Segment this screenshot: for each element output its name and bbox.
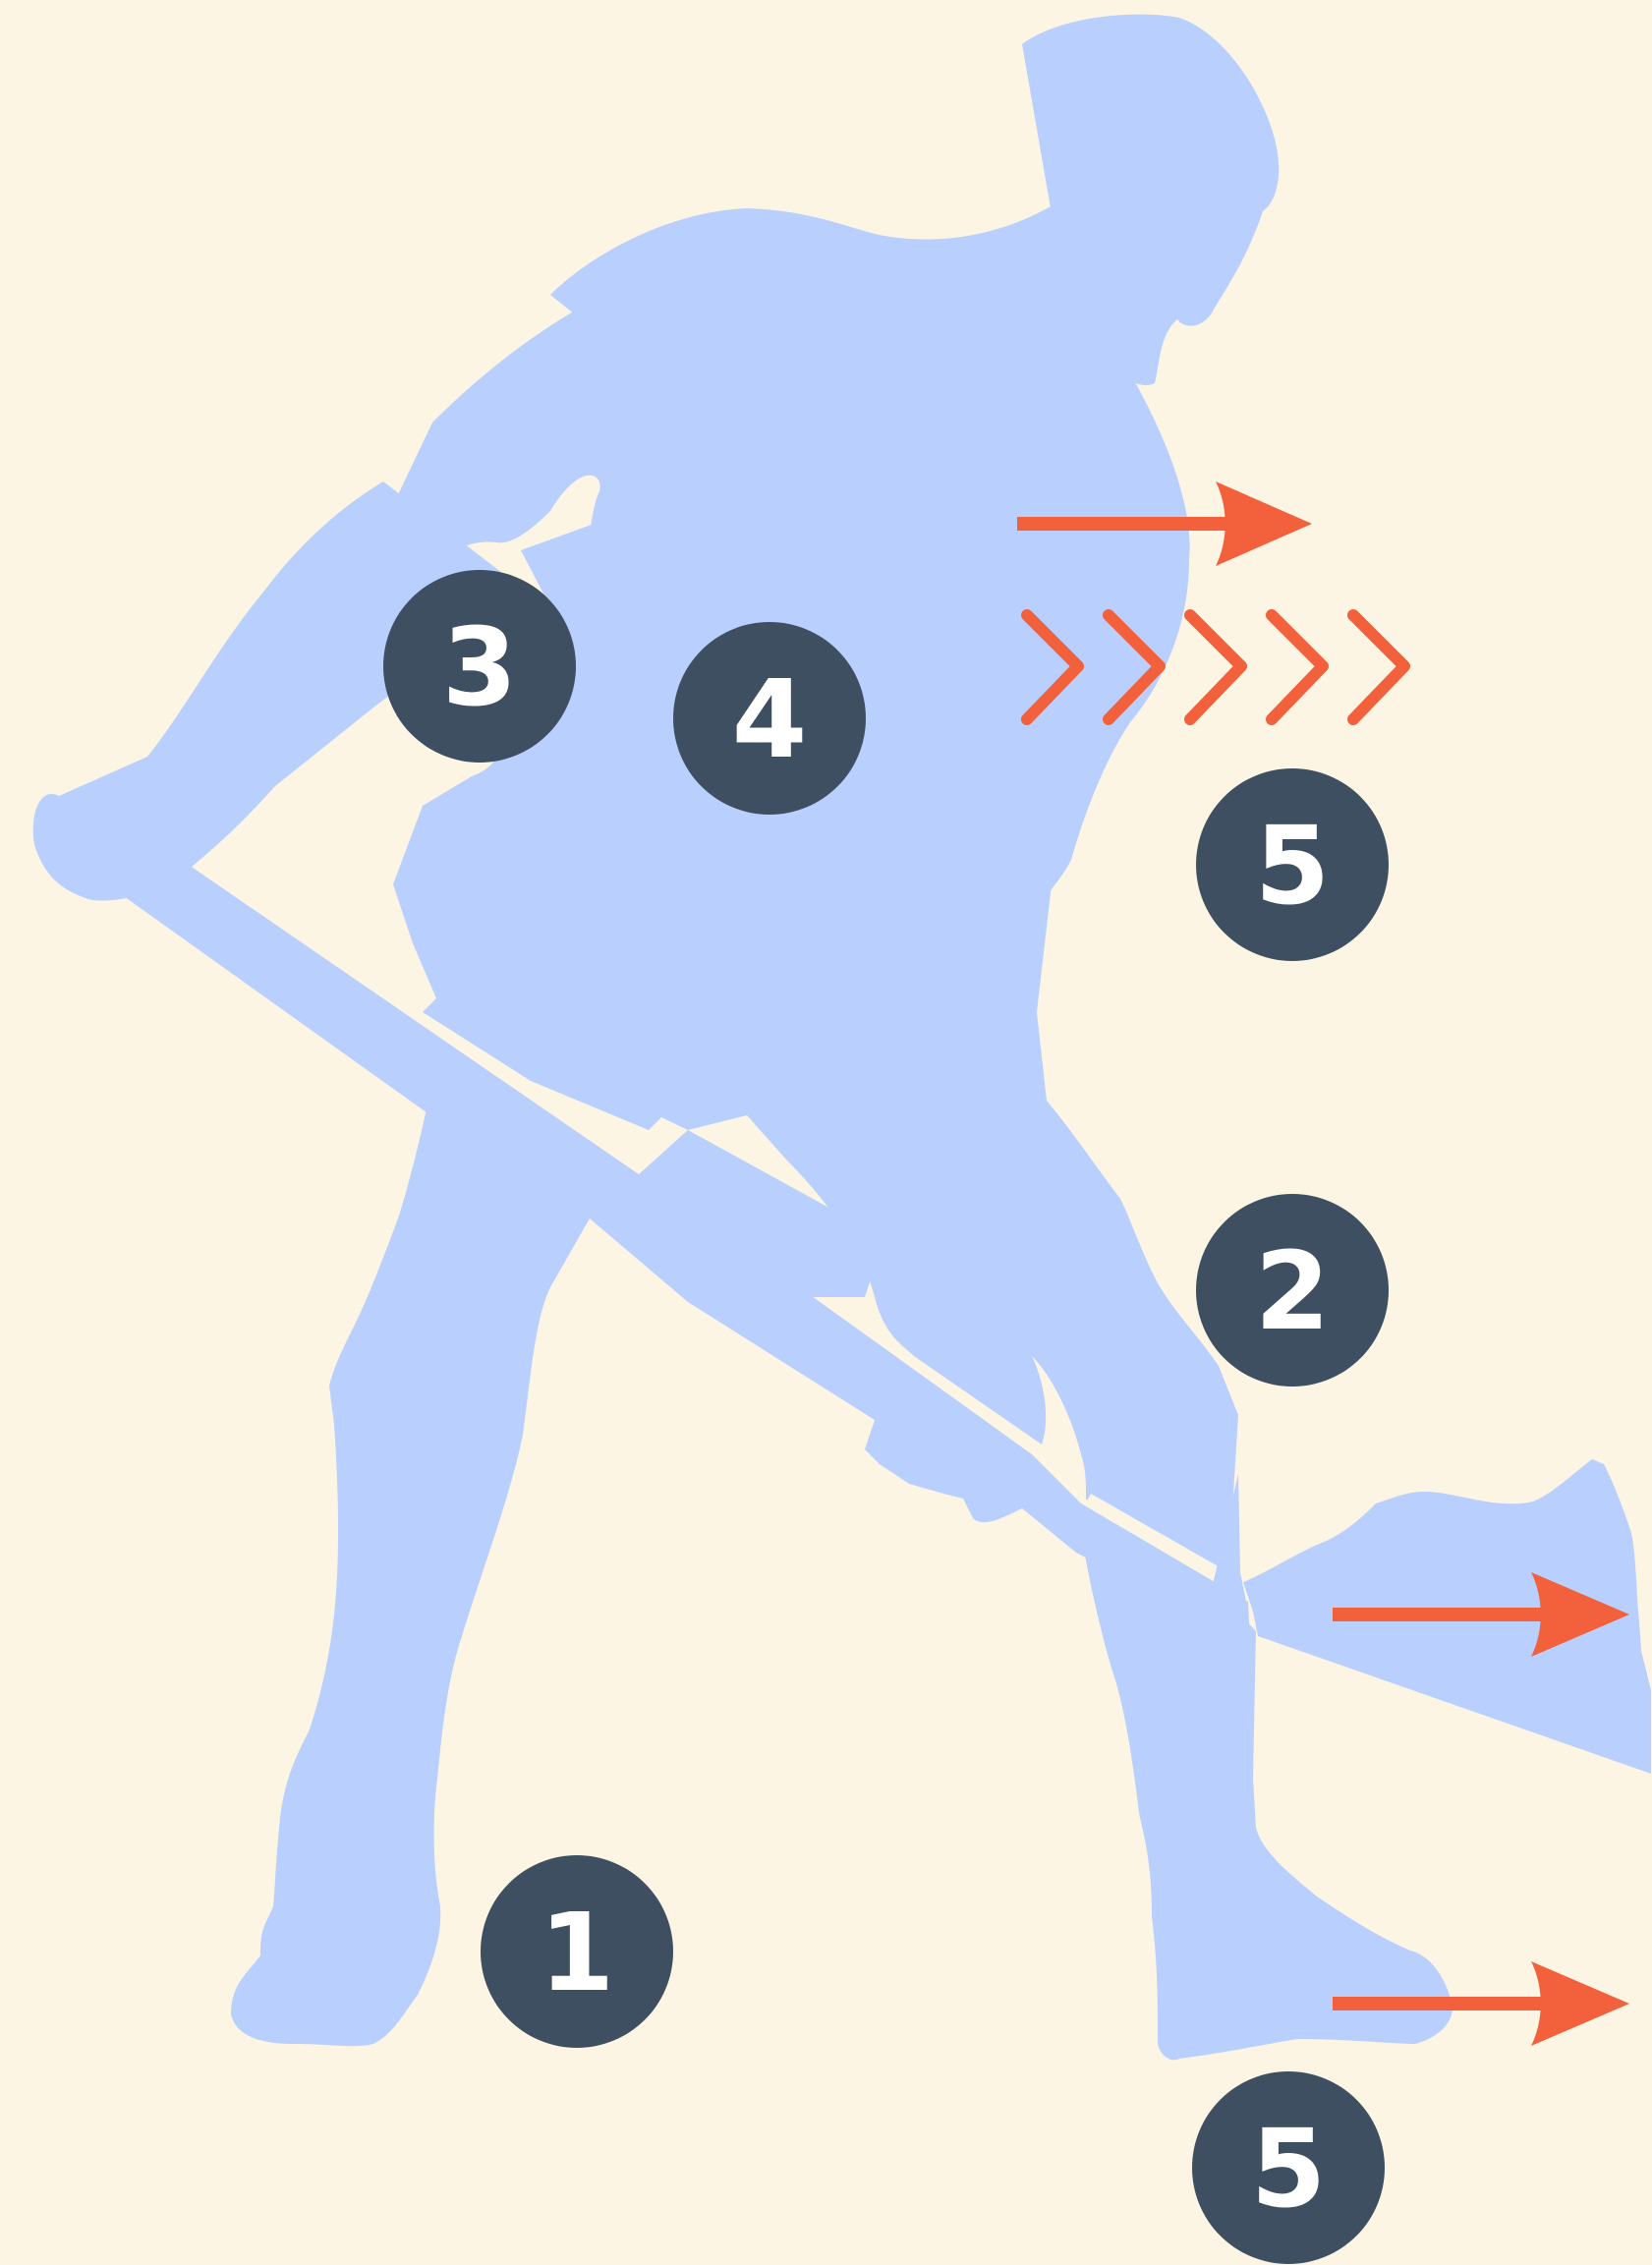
marker-label: 5 [1255, 803, 1331, 929]
chevron-icon [1190, 615, 1241, 719]
person-silhouette [33, 15, 1651, 2061]
chevron-icon [1353, 615, 1404, 719]
chevron-icon [1272, 615, 1323, 719]
marker-label: 4 [732, 656, 808, 782]
marker-label: 2 [1255, 1228, 1331, 1354]
step-marker-4: 4 [673, 622, 866, 815]
step-marker-2: 2 [1196, 1194, 1389, 1387]
step-marker-3: 3 [383, 570, 576, 763]
marker-label: 5 [1251, 2106, 1327, 2232]
step-marker-5-lower: 5 [1192, 2071, 1385, 2264]
step-marker-1: 1 [481, 1855, 673, 2048]
marker-label: 1 [540, 1890, 615, 2015]
marker-label: 3 [442, 604, 518, 730]
step-marker-5-upper: 5 [1196, 768, 1389, 961]
